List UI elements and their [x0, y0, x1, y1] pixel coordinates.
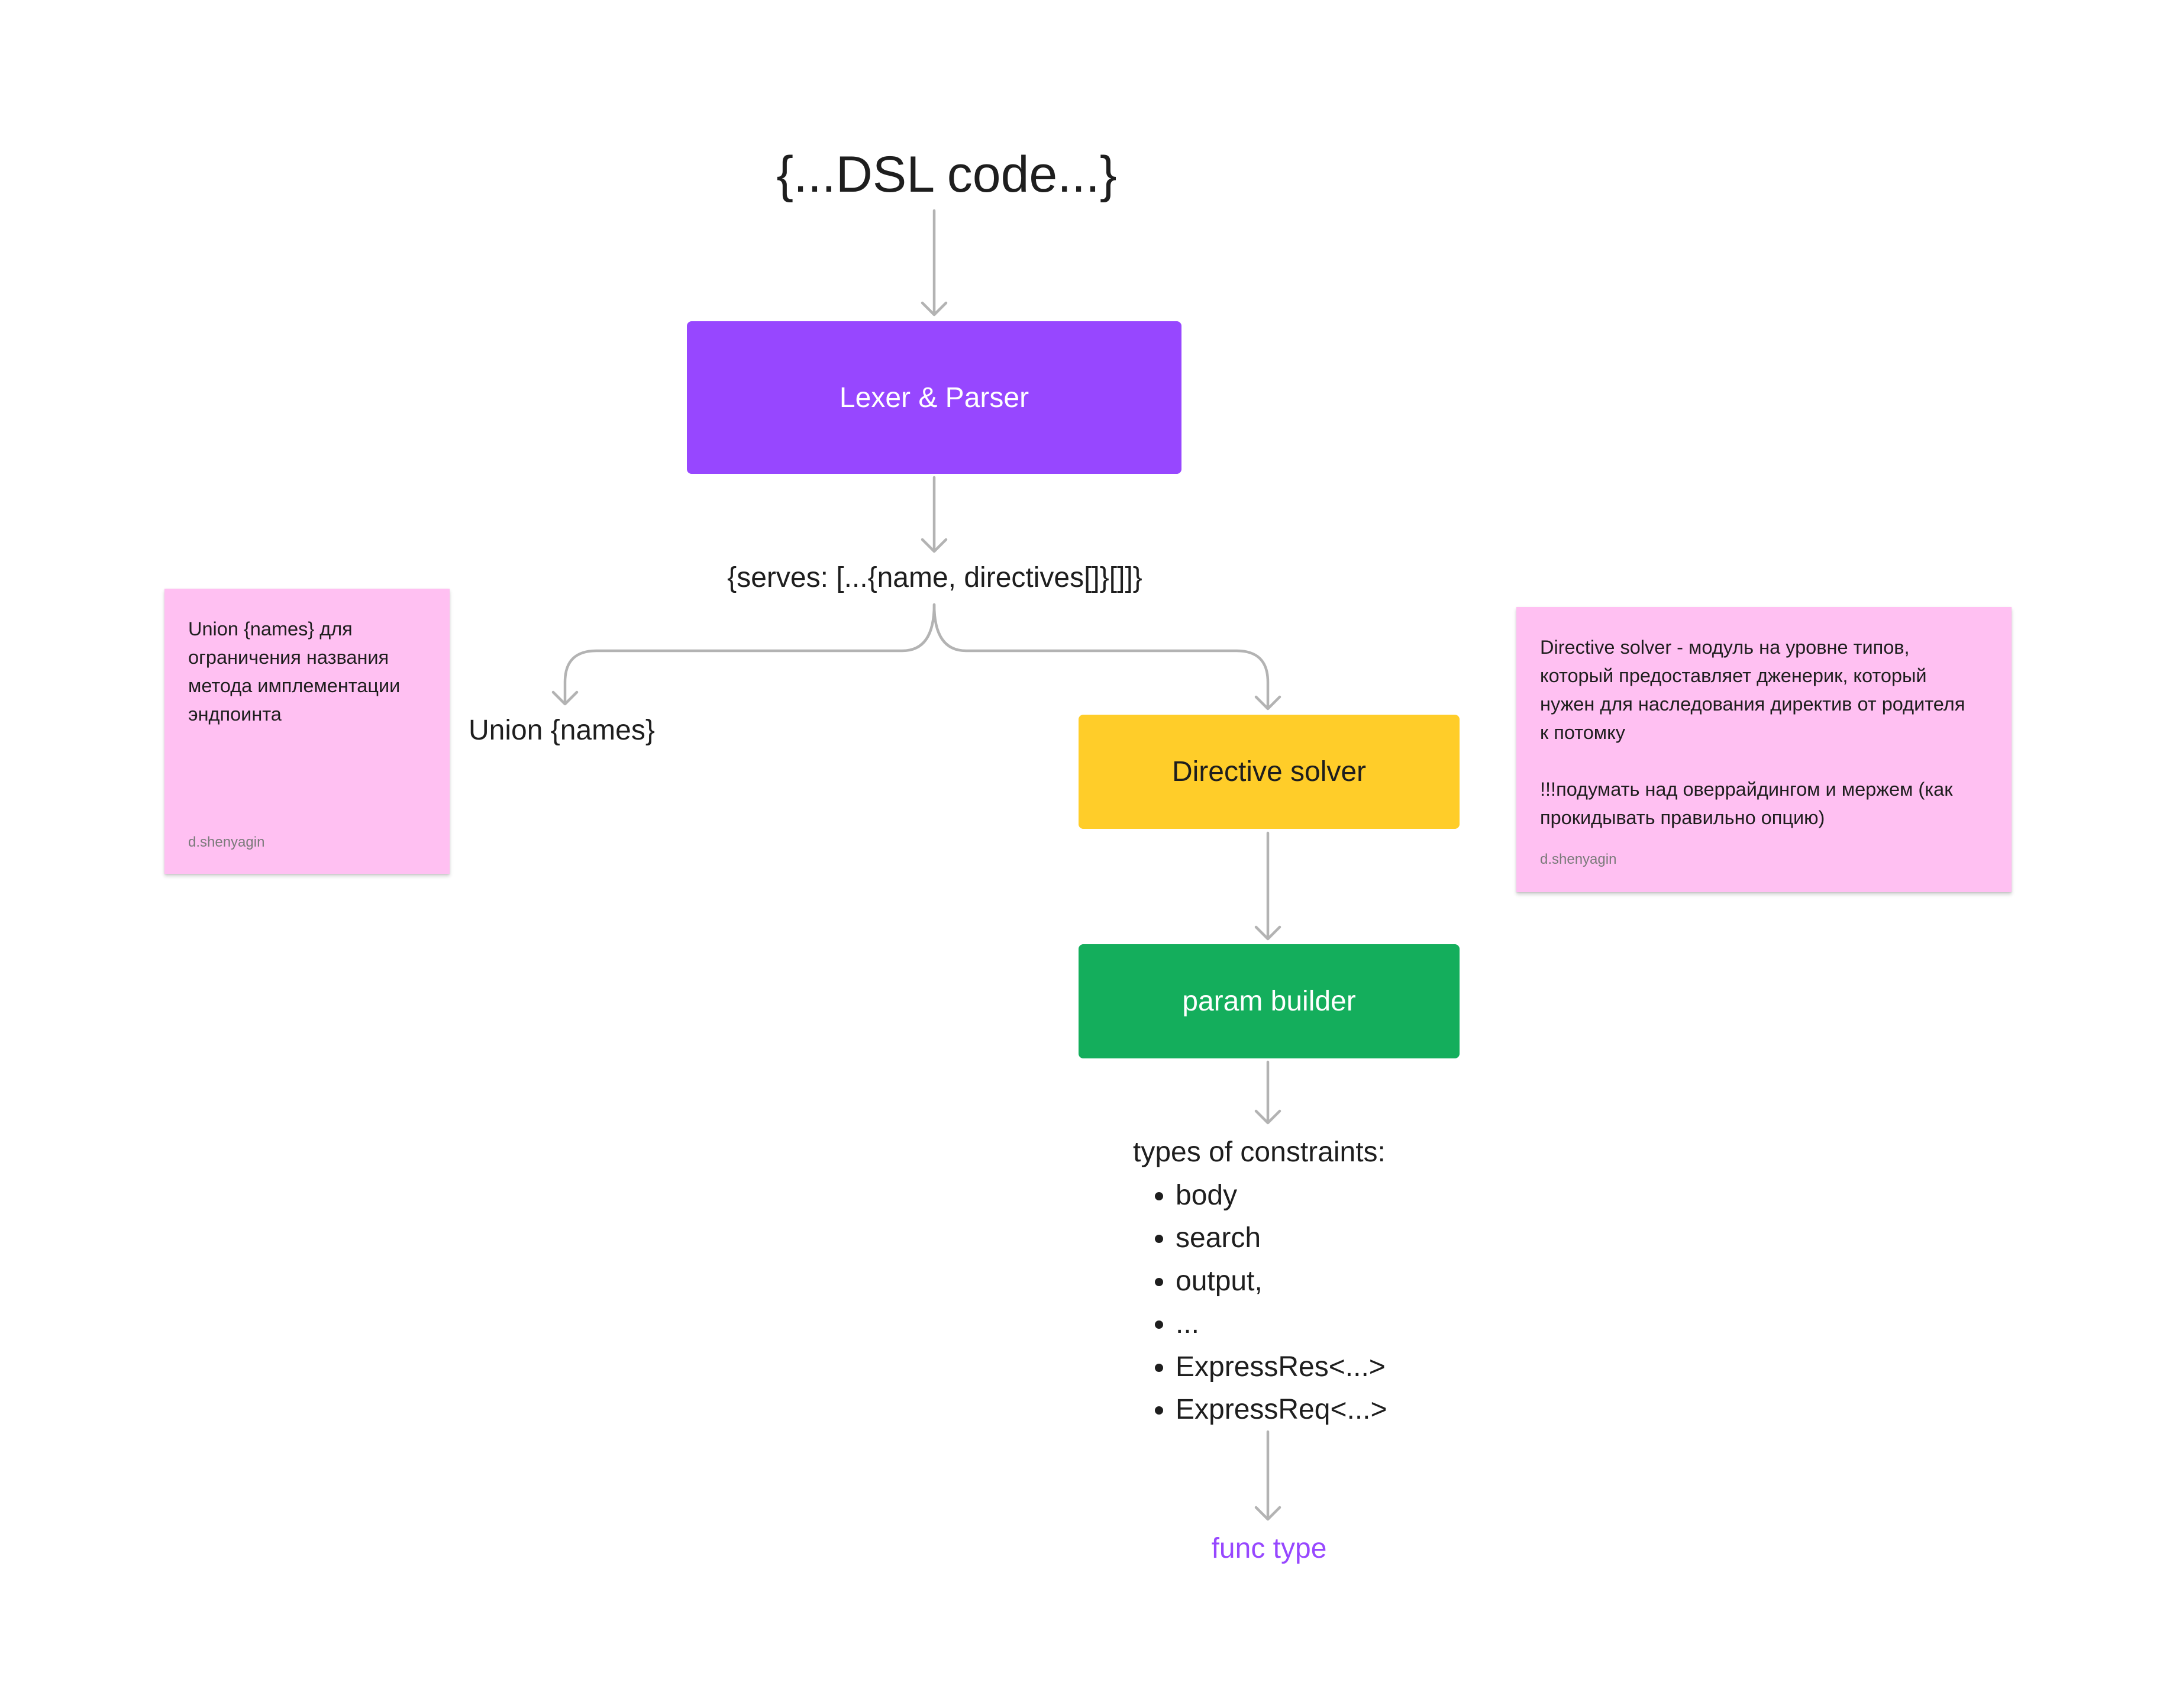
connector-serves-to-directive-solver [932, 603, 1281, 711]
sticky-note-union-author: d.shenyagin [188, 834, 265, 850]
constraint-item-express-res: ExpressRes<...> [1176, 1346, 1387, 1389]
union-names-label: Union {names} [469, 715, 655, 746]
constraint-item-output: output, [1176, 1260, 1387, 1303]
func-type-label: func type [1211, 1533, 1327, 1564]
sticky-note-directive-solver[interactable]: Directive solver - модуль на уровне типо… [1516, 607, 2012, 892]
serves-structure-label: {serves: [...{name, directives[]}[]]} [727, 562, 1142, 593]
lexer-parser-node[interactable]: Lexer & Parser [687, 321, 1181, 474]
connector-serves-to-union [551, 603, 936, 706]
sticky-note-union-text: Union {names} для ограничения названия м… [188, 618, 401, 725]
constraints-list: body search output, ... ExpressRes<...> … [1133, 1174, 1387, 1432]
sticky-note-union[interactable]: Union {names} для ограничения названия м… [164, 589, 450, 874]
sticky-note-directive-solver-text: Directive solver - модуль на уровне типо… [1540, 637, 1965, 828]
constraint-item-express-req: ExpressReq<...> [1176, 1389, 1387, 1432]
param-builder-node[interactable]: param builder [1079, 944, 1460, 1058]
directive-solver-node[interactable]: Directive solver [1079, 715, 1460, 829]
constraint-item-search: search [1176, 1217, 1387, 1260]
constraints-list-block: types of constraints: body search output… [1133, 1131, 1387, 1432]
connector-constraints-to-func [1254, 1430, 1281, 1521]
constraint-item-body: body [1176, 1174, 1387, 1218]
connector-directive-to-param [1254, 831, 1281, 941]
dsl-code-title: {...DSL code...} [776, 146, 1117, 203]
directive-solver-label: Directive solver [1171, 756, 1367, 787]
connector-title-to-lexer [921, 209, 948, 317]
constraint-item-ellipsis: ... [1176, 1303, 1387, 1346]
connector-lexer-to-serves [921, 476, 948, 553]
connector-param-to-constraints [1254, 1060, 1281, 1125]
sticky-note-directive-solver-author: d.shenyagin [1540, 851, 1617, 867]
constraints-heading: types of constraints: [1133, 1136, 1386, 1168]
param-builder-label: param builder [1182, 986, 1356, 1017]
lexer-parser-label: Lexer & Parser [839, 382, 1029, 414]
